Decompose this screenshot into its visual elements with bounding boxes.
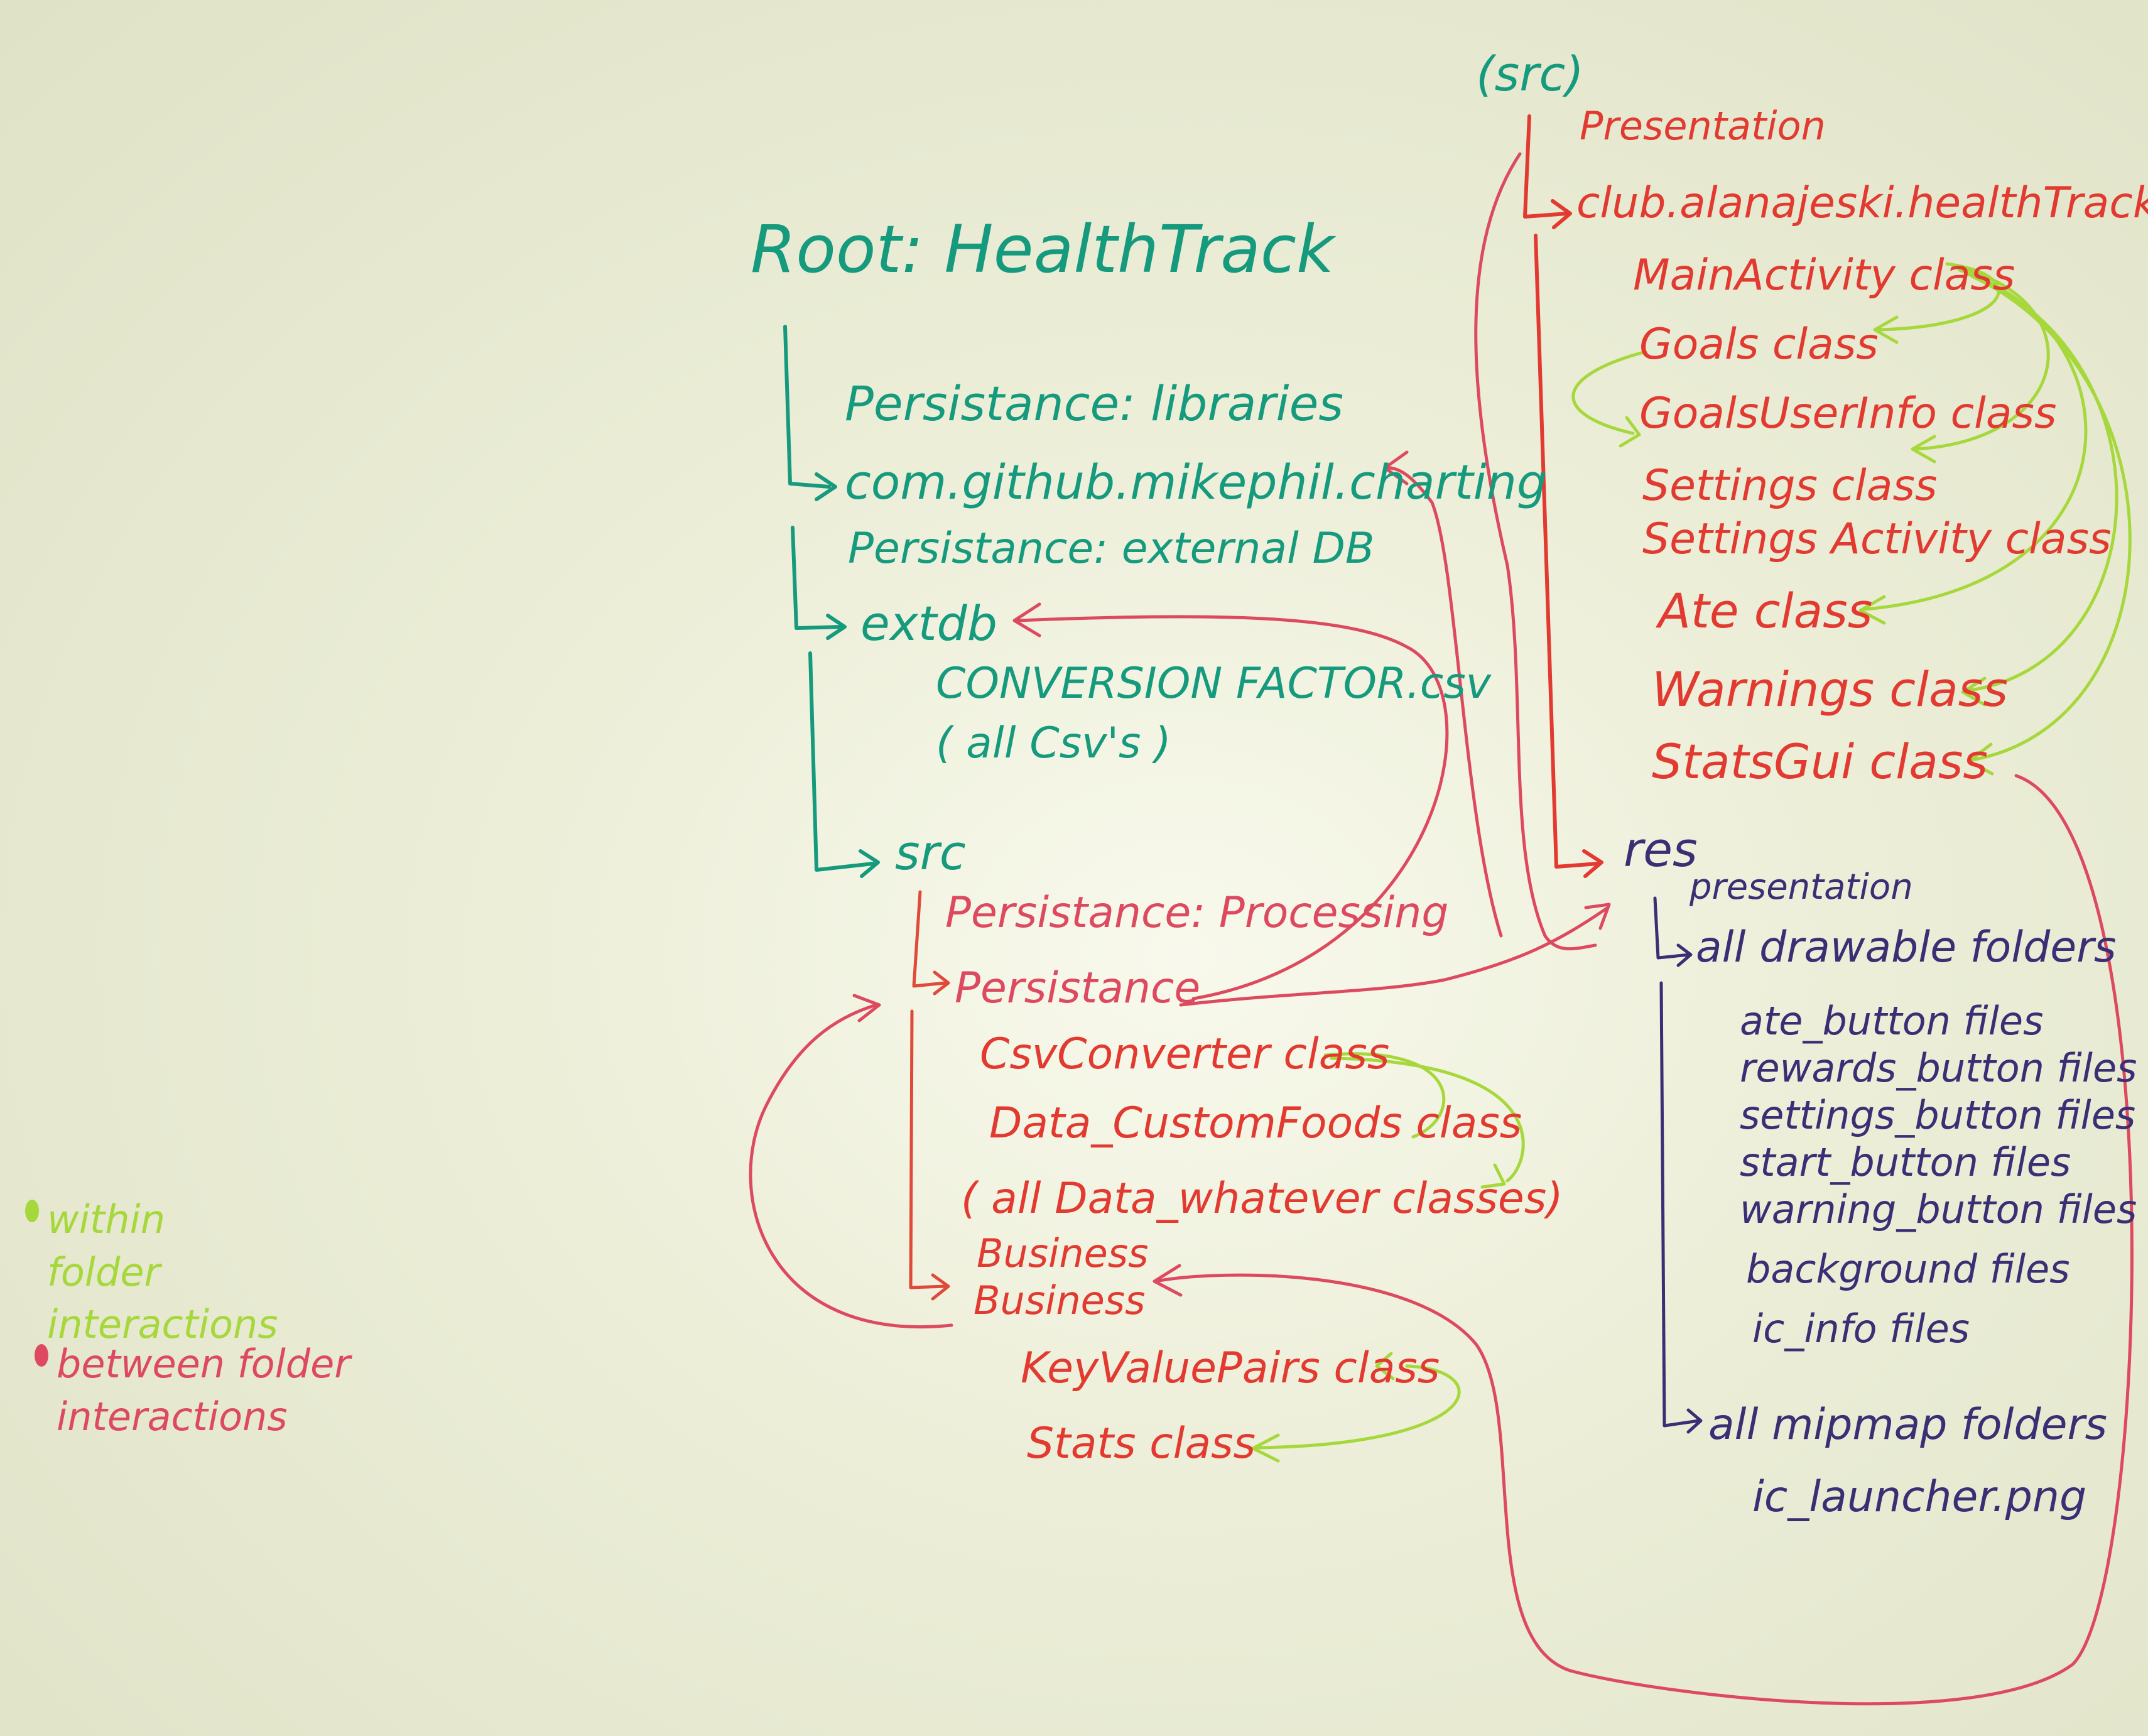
charting-package: com.github.mikephil.charting (845, 454, 1548, 510)
teal-arrowhead-libraries (815, 472, 837, 501)
pink-link-persistance-extdb (1016, 615, 1449, 1001)
red-bracket-presentation (1523, 114, 1569, 219)
presentation-label: Presentation (1580, 103, 1826, 149)
persistence-libraries-label: Persistance: libraries (845, 376, 1343, 431)
red-arrowhead-res (1582, 849, 1603, 878)
navy-bracket-mipmap (1659, 981, 1701, 1428)
file-settings-button: settings_button files (1740, 1092, 2136, 1138)
red-arrowhead-business (931, 1273, 950, 1301)
all-data-classes: ( all Data_whatever classes) (961, 1174, 1563, 1223)
teal-bracket-libraries (783, 325, 831, 489)
legend-between-text: between folder interactions (57, 1341, 350, 1440)
lime-link-main-warnings (1964, 271, 2118, 693)
file-ate-button: ate_button files (1740, 998, 2044, 1044)
extdb-folder: extdb (860, 595, 998, 651)
navy-arrowhead-drawable (1676, 943, 1693, 967)
res-folder: res (1624, 822, 1698, 877)
persistence-package: Persistance (955, 963, 1201, 1013)
lime-link-goals-userinfo (1571, 350, 1647, 435)
file-warning-button: warning_button files (1740, 1186, 2137, 1232)
lime-arrowhead-userinfo (1911, 435, 1936, 464)
lime-link-kvp-stats (1254, 1364, 1461, 1450)
teal-arrowhead-src (859, 849, 880, 878)
pink-arrowhead-extdb (1012, 602, 1041, 637)
class-keyvaluepairs: KeyValuePairs class (1021, 1343, 1440, 1393)
pink-link-persistance-res (1179, 906, 1610, 1007)
lime-arrowhead-kvp (1375, 1352, 1395, 1381)
red-bracket-classes (1534, 234, 1600, 869)
teal-bracket-src (808, 651, 875, 872)
class-mainactivity: MainActivity class (1633, 251, 2015, 300)
file-rewards-button: rewards_button files (1740, 1045, 2137, 1091)
lime-arrowhead-statsgui (1967, 742, 1994, 776)
class-stats: Stats class (1027, 1419, 1256, 1468)
pink-link-presentation-charting (1474, 152, 1597, 951)
lime-link-csv-data (1323, 1052, 1446, 1139)
persistence-external-label: Persistance: external DB (848, 524, 1375, 573)
csv-note: ( all Csv's ) (936, 719, 1171, 768)
lime-link-csv-alldata (1330, 1056, 1525, 1183)
csv-file: CONVERSION FACTOR.csv (936, 659, 1491, 708)
legend-swatch-within (25, 1200, 39, 1222)
class-csvconverter: CsvConverter class (980, 1029, 1390, 1079)
pink-link-business-persistance (749, 1003, 953, 1328)
root-title: Root: HealthTrack (751, 211, 1335, 288)
lime-arrowhead-stats (1251, 1433, 1280, 1463)
lime-arrowhead-warnings (1961, 676, 1987, 707)
pink-link-statsgui-business (1154, 774, 2134, 1706)
red-bracket-persistance (912, 890, 947, 988)
navy-arrowhead-mipmap (1686, 1408, 1703, 1434)
file-start-button: start_button files (1740, 1139, 2071, 1185)
file-ic-launcher: ic_launcher.png (1752, 1472, 2087, 1522)
business-label: Business (977, 1230, 1149, 1276)
pink-arrowhead-persistance (852, 994, 881, 1023)
file-background: background files (1746, 1246, 2070, 1292)
red-arrowhead-presentation (1551, 199, 1572, 229)
class-ate: Ate class (1658, 583, 1873, 639)
lime-link-main-userinfo (1914, 265, 2050, 451)
class-goals: Goals class (1639, 320, 1879, 369)
lime-arrowhead-goals-userinfo (1619, 416, 1641, 448)
lime-arrowhead-alldata (1480, 1163, 1506, 1189)
pink-arrowhead-res (1584, 903, 1611, 930)
teal-arrowhead-extdb (826, 614, 847, 640)
business-package: Business (974, 1278, 1146, 1323)
src-folder: src (895, 825, 966, 881)
class-data-customfoods: Data_CustomFoods class (989, 1099, 1522, 1148)
persistence-processing-label: Persistance: Processing (945, 888, 1449, 938)
lime-arrowhead-ate (1858, 595, 1886, 625)
right-src-label: (src) (1476, 46, 1584, 102)
teal-bracket-extdb (791, 526, 843, 630)
presentation-package: club.alanajeski.healthTrack (1576, 178, 2148, 228)
legend-swatch-between (35, 1344, 48, 1367)
mipmap-folders: all mipmap folders (1708, 1400, 2107, 1450)
class-goalsuserinfo: GoalsUserInfo class (1639, 389, 2057, 438)
legend-within-text: within folder interactions (47, 1196, 278, 1348)
red-arrowhead-persistance (933, 970, 950, 995)
navy-bracket-drawable (1653, 896, 1691, 960)
red-bracket-business (909, 1009, 947, 1289)
file-ic-info: ic_info files (1752, 1306, 1970, 1352)
lime-link-main-statsgui (1970, 274, 2132, 762)
pink-arrowhead-charting (1383, 450, 1409, 486)
class-settingsactivity: Settings Activity class (1642, 514, 2112, 564)
class-settings: Settings class (1642, 461, 1938, 511)
lime-link-main-goals (1876, 262, 2000, 332)
res-presentation-label: presentation (1690, 867, 1913, 908)
lime-arrowhead-goals (1873, 315, 1899, 344)
pink-link-res-charting (1386, 466, 1503, 938)
class-statsgui: StatsGui class (1652, 734, 1988, 789)
drawable-folders: all drawable folders (1696, 923, 2117, 972)
pink-arrowhead-business (1153, 1264, 1183, 1297)
class-warnings: Warnings class (1652, 661, 2008, 717)
